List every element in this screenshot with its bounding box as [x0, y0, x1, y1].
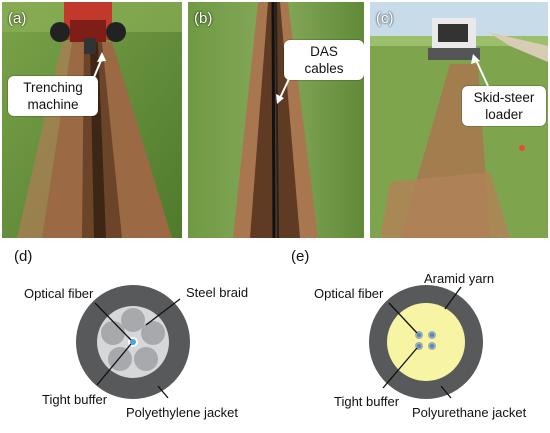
das-cable-line [271, 2, 276, 238]
leader-tight-buffer-e [382, 347, 418, 389]
callout-pointer-b [276, 63, 297, 104]
label-tight-buffer-d: Tight buffer [42, 392, 108, 407]
optical-fiber-core-e [417, 333, 421, 337]
optical-fiber-core-e [417, 344, 421, 348]
leader-optical-fiber-e [388, 302, 418, 334]
callout-das-cables: DAS cables [284, 40, 364, 80]
callout-line-1: DAS cables [304, 44, 344, 76]
label-polyethylene-jacket: Polyethylene jacket [126, 405, 239, 420]
optical-fiber-core-d [130, 339, 136, 345]
leader-aramid-yarn [444, 286, 462, 310]
panel-letter-b: (b) [194, 10, 213, 27]
panel-letter-e: (e) [291, 248, 310, 265]
label-tight-buffer-e: Tight buffer [334, 394, 400, 409]
leader-optical-fiber-d [94, 302, 132, 341]
steel-braid-strand [101, 321, 125, 345]
callout-line-2: machine [27, 97, 79, 112]
label-polyurethane-jacket: Polyurethane jacket [412, 405, 527, 420]
photo-trenching: (a) Trenching machine [2, 2, 182, 238]
photo-das-cables: (b) DAS cables [188, 2, 364, 238]
optical-fiber-core-e [430, 344, 434, 348]
photo-skid-steer: (c) Skid-steer loader [370, 2, 548, 238]
leader-tight-buffer-d [96, 343, 132, 386]
callout-line-2: loader [485, 107, 523, 122]
callout-skid-steer-loader: Skid-steer loader [462, 86, 546, 126]
leader-steel-braid [145, 298, 181, 326]
callout-trenching-machine: Trenching machine [8, 76, 98, 116]
cable-cross-section-d [76, 285, 190, 399]
das-cables-photo-illustration [188, 2, 364, 238]
cable-cross-section-e [369, 285, 483, 399]
leader-polyurethane-jacket [440, 385, 452, 399]
steel-braid-strand [121, 308, 145, 332]
leader-polyethylene-jacket [157, 385, 169, 399]
steel-braid-strand [134, 347, 158, 371]
panel-letter-a: (a) [8, 10, 27, 27]
optical-fiber-core-e [430, 333, 434, 337]
callout-line-1: Skid-steer [473, 90, 535, 105]
callout-pointer-a [91, 52, 106, 83]
label-steel-braid: Steel braid [186, 285, 249, 300]
callout-line-1: Trenching [23, 80, 83, 95]
steel-braid-strand [141, 321, 165, 345]
label-aramid-yarn: Aramid yarn [424, 271, 495, 286]
panel-letter-c: (c) [376, 10, 394, 27]
panel-letter-d: (d) [14, 248, 33, 265]
callout-pointer-c [471, 54, 489, 87]
label-optical-fiber-e: Optical fiber [314, 286, 384, 301]
label-optical-fiber-d: Optical fiber [24, 286, 94, 301]
